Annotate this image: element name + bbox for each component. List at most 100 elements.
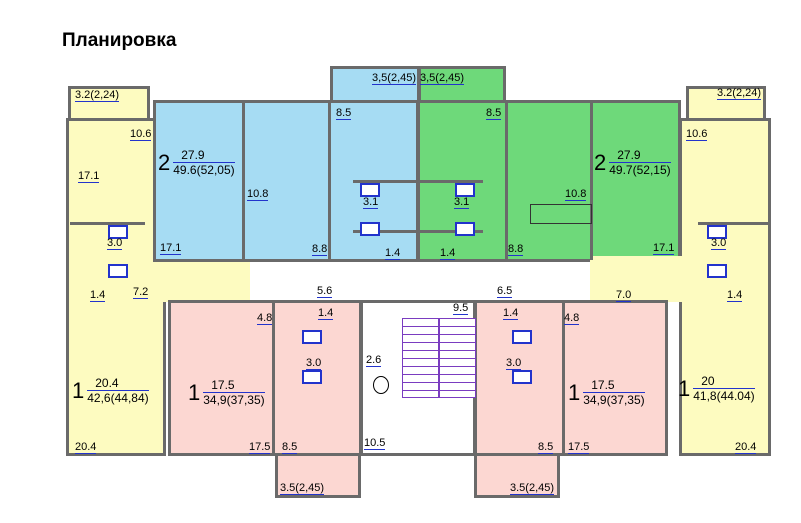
wall (590, 100, 593, 260)
living-area: 20.4 (87, 376, 149, 391)
area-label: 20.4 (75, 441, 97, 454)
area-label: 3,5(2,45) (372, 72, 417, 85)
apartment-pink-right (474, 300, 668, 456)
apartment-left-yellow (66, 118, 166, 456)
room-count: 1 (678, 375, 691, 401)
area-label: 3.1 (363, 196, 379, 209)
area-label: 9.5 (453, 302, 469, 315)
area-label: 10.6 (130, 128, 152, 141)
area-label: 5.6 (317, 285, 333, 298)
area-label: 3.5(2,45) (510, 482, 555, 495)
area-label: 2.6 (366, 354, 382, 367)
wall (698, 222, 768, 225)
room-count: 1 (72, 377, 85, 403)
area-label: 10.6 (686, 128, 708, 141)
wall (353, 180, 483, 183)
total-area: 41,8(44.04) (693, 389, 755, 403)
area-label: 6.5 (497, 285, 513, 298)
bathtub-icon (360, 222, 380, 236)
shaft-icon (373, 376, 389, 394)
wall (353, 230, 483, 233)
area-label: 3.5(2,45) (280, 482, 325, 495)
staircase (402, 318, 476, 398)
area-label: 17.1 (78, 170, 100, 183)
area-label: 10.8 (565, 188, 587, 201)
wall (562, 300, 565, 456)
bathtub-icon (455, 222, 475, 236)
sink-icon (455, 183, 475, 197)
sink-icon (707, 225, 727, 239)
area-label: 3.0 (711, 237, 727, 250)
wall (328, 100, 331, 260)
area-label: 3.2(2,24) (75, 89, 120, 102)
bathtub-icon (512, 370, 532, 384)
wall (505, 100, 508, 260)
area-label: 1.4 (318, 307, 334, 320)
total-area: 34,9(37,35) (583, 393, 645, 407)
wall (70, 222, 145, 225)
apartment-right-yellow (679, 118, 771, 456)
area-label: 8.8 (508, 243, 524, 256)
area-label: 8.5 (486, 107, 502, 120)
area-label: 17.1 (160, 242, 182, 255)
area-label: 3.2(2,24) (717, 87, 762, 100)
room-count: 1 (568, 379, 581, 405)
area-label: 3.0 (306, 357, 322, 370)
area-label: 8.5 (538, 441, 554, 454)
sink-icon (108, 225, 128, 239)
total-area: 49.7(52,15) (609, 163, 671, 177)
wardrobe (530, 204, 592, 224)
hall-left-yellow (150, 256, 250, 302)
page-title: Планировка (62, 30, 177, 51)
area-label: 1.4 (90, 289, 106, 302)
hall-right-yellow (590, 256, 685, 302)
area-label: 7.2 (133, 286, 149, 299)
living-area: 27.9 (173, 148, 235, 163)
room-count: 2 (158, 149, 171, 175)
area-label: 4.8 (564, 312, 580, 325)
wall (242, 100, 245, 260)
balcony-blue (330, 66, 420, 104)
area-label: 8.5 (282, 441, 298, 454)
area-label: 8.8 (312, 243, 328, 256)
area-label: 10.8 (247, 188, 269, 201)
bathtub-icon (302, 370, 322, 384)
room-count: 2 (594, 149, 607, 175)
area-label: 1.4 (727, 289, 743, 302)
area-label: 4.8 (257, 312, 273, 325)
area-label: 20.4 (735, 441, 757, 454)
apartment-pink-left (168, 300, 362, 456)
area-label: 10.5 (364, 437, 386, 450)
area-label: 3.0 (107, 237, 123, 250)
area-label: 17.1 (653, 242, 675, 255)
wall (272, 300, 275, 456)
area-label: 17.5 (249, 441, 271, 454)
bathtub-icon (108, 264, 128, 278)
area-label: 3.0 (506, 357, 522, 370)
living-area: 27.9 (609, 148, 671, 163)
sink-icon (302, 330, 322, 344)
living-area: 17.5 (583, 378, 645, 393)
area-label: 8.5 (336, 107, 352, 120)
area-label: 17.5 (568, 441, 590, 454)
area-label: 7.0 (616, 289, 632, 302)
room-count: 1 (188, 379, 201, 405)
area-label: 3,5(2,45) (420, 72, 465, 85)
living-area: 17.5 (203, 378, 265, 393)
total-area: 42,6(44,84) (87, 391, 149, 405)
sink-icon (512, 330, 532, 344)
bathtub-icon (707, 264, 727, 278)
living-area: 20 (693, 374, 755, 389)
total-area: 34,9(37,35) (203, 393, 265, 407)
area-label: 1.4 (385, 247, 401, 260)
area-label: 3.1 (454, 196, 470, 209)
total-area: 49.6(52,05) (173, 163, 235, 177)
area-label: 1.4 (503, 307, 519, 320)
